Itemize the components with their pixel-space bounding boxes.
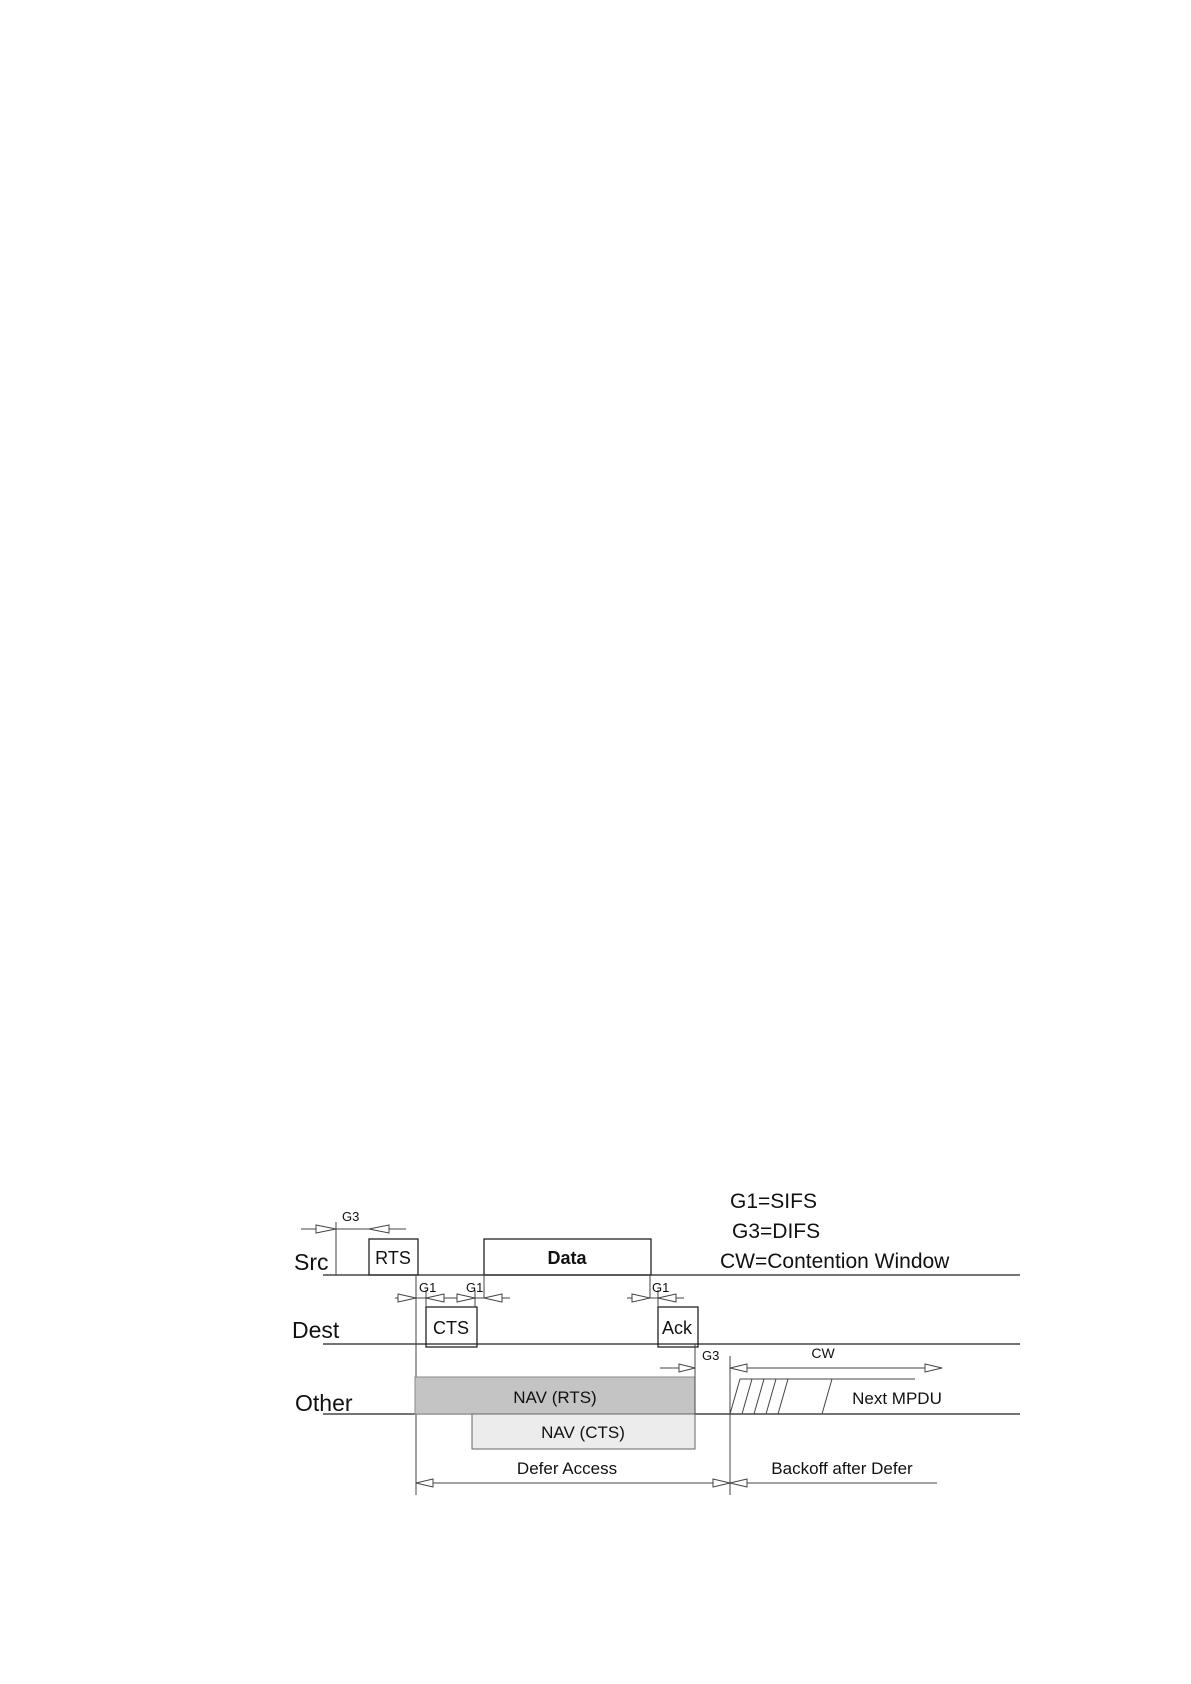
g1-cts-label: G1: [419, 1280, 436, 1295]
data-frame: [483, 1238, 652, 1276]
nav-cts-label: NAV (CTS): [541, 1423, 625, 1442]
nav-cts-bar: [471, 1413, 696, 1450]
cts-frame: [425, 1306, 478, 1348]
ack-frame: [657, 1306, 699, 1348]
legend-cw: CW=Contention Window: [720, 1250, 950, 1273]
g3-src-label: G3: [342, 1209, 359, 1224]
g1-ack-label: G1: [652, 1280, 669, 1295]
backoff-label: Backoff after Defer: [771, 1459, 913, 1478]
g3-other-label: G3: [702, 1348, 719, 1363]
nav-rts-label: NAV (RTS): [513, 1388, 596, 1407]
cw-label: CW: [811, 1345, 835, 1361]
defer-access-span: Defer Access: [415, 1459, 731, 1488]
cts-label: CTS: [433, 1318, 469, 1338]
legend-g1: G1=SIFS: [730, 1190, 817, 1213]
row-label-dest: Dest: [292, 1317, 340, 1343]
next-mpdu-label: Next MPDU: [852, 1389, 942, 1408]
legend-g3: G3=DIFS: [732, 1220, 820, 1243]
backoff-span: Backoff after Defer: [729, 1459, 937, 1488]
g3-other-gap-marker: G3: [660, 1344, 719, 1414]
g1-data-label: G1: [466, 1280, 483, 1295]
next-mpdu-hatch: [729, 1378, 915, 1415]
row-label-other: Other: [295, 1390, 353, 1416]
defer-access-label: Defer Access: [517, 1459, 617, 1478]
ack-label: Ack: [662, 1318, 693, 1338]
nav-rts-bar: [414, 1376, 696, 1415]
rts-label: RTS: [375, 1248, 411, 1268]
data-label: Data: [547, 1248, 587, 1268]
rts-frame: [368, 1238, 419, 1276]
cw-span-arrow: CW: [729, 1345, 943, 1373]
g3-src-gap-marker: G3: [301, 1209, 406, 1275]
row-label-src: Src: [294, 1249, 329, 1275]
